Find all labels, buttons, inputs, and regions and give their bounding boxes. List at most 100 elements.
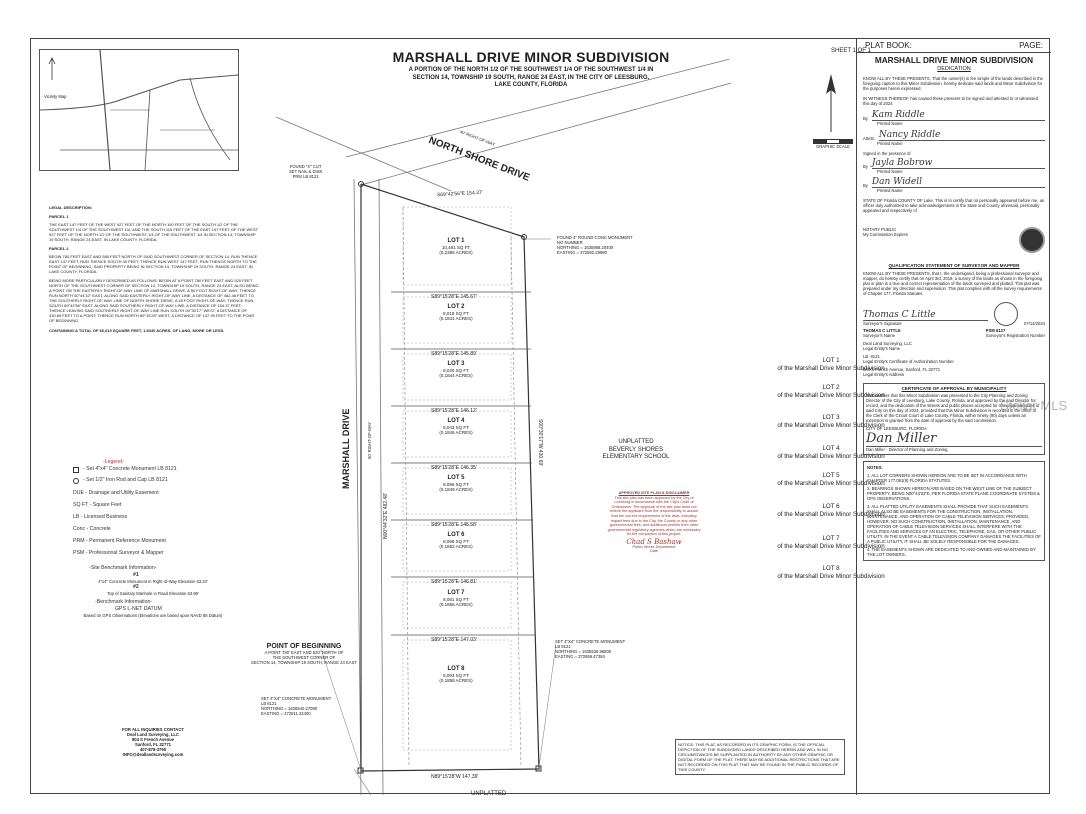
inquiries-line: Sanford, FL 32771 (135, 742, 171, 747)
lot-acres: (0.1846 ACRES) (439, 430, 473, 435)
benchmark-2-text: Top of Sanitary Manhole in Road Elevatio… (107, 591, 199, 596)
plat-book-label: PLAT BOOK: (865, 41, 912, 50)
benchmark-2: #2 (133, 584, 139, 590)
plat-title: MARSHALL DRIVE MINOR SUBDIVISION (392, 49, 670, 65)
surveyor-title: QUALIFICATION STATEMENT OF SURVEYOR AND … (888, 263, 1020, 268)
right-of-way-50-label: 50' RIGHT-OF-WAY (367, 421, 372, 459)
approved-text: This site plan has been approved by the … (607, 495, 701, 537)
parcel2-heading: PARCEL 2 (49, 246, 69, 251)
lot-name: LOT 3 (447, 361, 465, 367)
municipal-approval: CERTIFICATE OF APPROVAL BY MUNICIPALITY … (863, 383, 1045, 455)
legend-item: PRM - Permanent Reference Monument (73, 538, 166, 544)
legal-heading: LEGAL DESCRIPTION: (49, 205, 93, 210)
plat-subtitle: A PORTION OF THE NORTH 1/2 OF THE SOUTHW… (331, 67, 731, 90)
lot-1: LOT 1 10,491 SQ FT (0.2385 ACRES) (411, 238, 501, 256)
legal-containing: CONTAINING A TOTAL OF 66,619 SQUARE FEET… (49, 328, 225, 333)
subtitle-line: LAKE COUNTY, FLORIDA (494, 82, 568, 88)
lot-line: S89°15'28"E 146.12' (431, 408, 477, 414)
lot-line: S89°15'28"E 147.03' (431, 637, 477, 643)
benchmark-1: #1 (133, 572, 139, 578)
inquiries-line: Deal Land Surveying, LLC (127, 732, 179, 737)
approved-by: Public Works Department (632, 544, 676, 549)
lot-3: LOT 3 8,030 SQ FT (0.1844 ACRES) (411, 361, 501, 379)
lot-4: LOT 4 8,043 SQ FT (0.1846 ACRES) (411, 418, 501, 436)
lot-acres: (0.2385 ACRES) (439, 250, 473, 255)
lot-acres: (0.1844 ACRES) (439, 373, 473, 378)
set-conc-right-note: SET 4"X4" CONCRETE MONUMENT LB 8121 NORT… (555, 639, 626, 659)
vicinity-map-drawing (39, 49, 239, 171)
lot-area: 8,093 SQ FT (443, 672, 469, 678)
bm-sub: Based on GPS Observations (Elevations ar… (83, 613, 223, 618)
legend-item: Conc - Concrete (73, 526, 111, 532)
legal-description: LEGAL DESCRIPTION: PARCEL 1 THE EAST 147… (49, 205, 259, 333)
note-item: 2. BEARINGS SHOWN HEREON ARE BASED ON TH… (867, 486, 1040, 501)
parcel1-text: THE EAST 147 FEET OF THE WEST 927 FEET O… (49, 222, 259, 242)
lot-name: LOT 1 (447, 238, 465, 244)
parcel2-text: BEGIN 780 FEET EAST AND 580 FEET NORTH O… (49, 254, 258, 274)
pob-title: POINT OF BEGINNING (266, 643, 342, 650)
notary-label: NOTARY PUBLIC (863, 227, 897, 232)
note-item: 4. THE EASEMENTS SHOWN ARE DEDICATED TO … (867, 547, 1036, 557)
lot-line: S89°15'28"E 146.81' (431, 579, 477, 585)
notice-box: NOTICE: THIS PLAT, AS RECORDED IN ITS GR… (675, 739, 845, 775)
surveyor-text: KNOW ALL BY THESE PRESENTS, that I, the … (863, 271, 1043, 296)
subtitle-line: A PORTION OF THE NORTH 1/2 OF THE SOUTHW… (408, 67, 654, 73)
lot-area: 8,018 SQ FT (443, 310, 469, 316)
north-arrow-icon (819, 74, 843, 139)
inquiries-block: FOR ALL INQUIRIES CONTACT Deal Land Surv… (93, 727, 213, 757)
surveyor-seal-icon (994, 302, 1019, 326)
notes-box: NOTES: 1. ALL LOT CORNERS SHOWN HEREON A… (863, 461, 1045, 561)
lot-area: 8,030 SQ FT (443, 367, 469, 373)
lot-5: LOT 5 8,056 SQ FT (0.1849 ACRES) (411, 475, 501, 493)
lot-name: LOT 6 (447, 532, 465, 538)
unplatted-bottom: UNPLATTED (471, 791, 507, 797)
witness-signature: Dan Widell (871, 177, 1045, 188)
lot-line: S89°15'28"E 145.89' (431, 351, 477, 357)
lot-2: LOT 2 8,018 SQ FT (0.1841 ACRES) (411, 304, 501, 322)
inquiries-line: 407-878-3795 (139, 747, 167, 752)
lot-acres: (0.1855 ACRES) (439, 602, 473, 607)
plat-sheet: Vicinity Map MARSHALL DRIVE MINOR SUBDIV… (30, 38, 1051, 797)
legend-item: SQ FT - Square Feet (73, 502, 122, 508)
director-signature: Dan Miller (866, 431, 1042, 447)
note-item: 1. ALL LOT CORNERS SHOWN HEREON ARE TO B… (867, 473, 1027, 483)
lot-line: S89°15'28"E 146.58' (431, 522, 477, 528)
subtitle-line: SECTION 14, TOWNSHIP 19 SOUTH, RANGE 24 … (412, 74, 650, 81)
lot-area: 10,491 SQ FT (441, 244, 471, 250)
notary-seal-icon (1019, 227, 1045, 253)
lot-line: S89°15'28"E 145.67' (431, 294, 477, 300)
sheet-number: SHEET 1 OF 1 (831, 48, 871, 54)
approved-date: Date (649, 549, 659, 554)
circle-icon (73, 478, 79, 484)
approved-site-plan: APPROVED SITE PLAN & DISCLAIMER This sit… (607, 491, 701, 554)
vicinity-map: Vicinity Map (39, 49, 239, 171)
graphic-scale: GRAPHIC SCALE (813, 139, 853, 149)
attest-signature: Nancy Riddle (878, 130, 1045, 141)
lot-name: LOT 5 (447, 475, 465, 481)
legend-item: PSM - Professional Surveyor & Mapper (73, 550, 164, 556)
panel-heading: MARSHALL DRIVE MINOR SUBDIVISION (874, 56, 1034, 65)
lot-7: LOT 7 8,081 SQ FT (0.1855 ACRES) (411, 590, 501, 608)
witness-signature: Jayla Bobrow (871, 158, 1045, 169)
lot-area: 8,043 SQ FT (443, 424, 469, 430)
bm-text: GPS L-NET DATUM (115, 606, 162, 612)
page-label: PAGE: (1019, 41, 1043, 50)
inquiries-line: 804 S French Avenue (131, 737, 175, 742)
graphic-scale-label: GRAPHIC SCALE (816, 144, 850, 149)
lot-name: LOT 2 (447, 304, 465, 310)
legend-item: LB - Licensed Business (73, 514, 128, 520)
plat-drawing (275, 58, 731, 795)
inquiries-line: INFO@deallandsurveying.com (122, 752, 184, 757)
marshall-drive-label: MARSHALL DRIVE (341, 408, 351, 489)
point-of-beginning: POINT OF BEGINNING A POINT 780' EAST AND… (249, 643, 359, 665)
set-conc-left-note: SET 4"X4" CONCRETE MONUMENT LB 8121 NORT… (261, 696, 332, 716)
bearing-bottom: N89°15'28"W 147.39' (431, 774, 479, 780)
right-panel: PLAT BOOK: PAGE: MARSHALL DRIVE MINOR SU… (856, 39, 1051, 795)
